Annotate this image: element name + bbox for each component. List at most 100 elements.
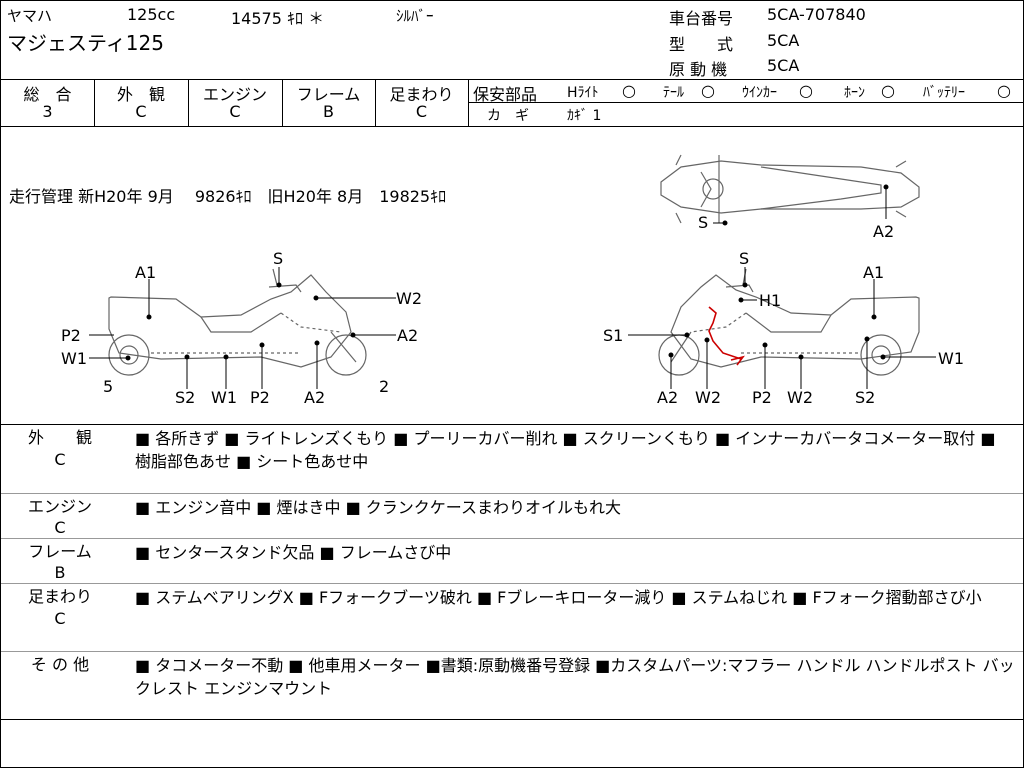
scooter-right-panel — [745, 312, 832, 333]
scooter-top-seat — [760, 166, 882, 210]
damage-mark — [730, 355, 745, 366]
key-label: カ ギ — [487, 108, 529, 124]
grade-header-frame: フレーム — [296, 85, 361, 104]
scooter-left-mirror — [272, 268, 278, 286]
label-top-s: S — [698, 213, 709, 232]
type-value: 5CA — [767, 31, 800, 50]
label-right-w2-second: W2 — [787, 388, 813, 407]
scooter-left-dash — [280, 312, 342, 333]
grade-suspension: C — [415, 102, 428, 121]
section-text: ■ ステムベアリングX ■ Fフォークブーツ破れ ■ Fブレーキローター減り ■… — [135, 588, 982, 607]
scooter-left-front-wheel — [325, 334, 367, 376]
scooter-right-front-wheel — [658, 334, 700, 376]
divider — [282, 79, 283, 126]
label-left-w2: W2 — [396, 289, 422, 308]
scooter-right-body — [670, 274, 920, 368]
frame-number-value: 5CA-707840 — [767, 5, 866, 24]
safety-item-horn: ﾎｰﾝ — [844, 85, 865, 101]
label-right-a2: A2 — [657, 388, 679, 407]
key-value: ｶｷﾞ 1 — [567, 108, 602, 124]
displacement: 125cc — [127, 5, 176, 24]
section-grade: C — [54, 518, 66, 537]
safety-item-tail: ﾃｰﾙ — [663, 85, 684, 101]
ok-mark: ○ — [799, 81, 813, 100]
label-left-5: 5 — [103, 377, 114, 396]
divider — [1, 651, 1023, 652]
ok-mark: ○ — [622, 81, 636, 100]
label-left-a2-bottom: A2 — [304, 388, 326, 407]
section-label: そ の 他 — [30, 655, 90, 674]
scooter-top-body — [660, 160, 920, 214]
maker: ヤマハ — [7, 7, 53, 25]
scooter-right-handlebar — [725, 284, 754, 293]
label-left-p2: P2 — [61, 326, 81, 345]
model-name: マジェスティ125 — [7, 31, 164, 55]
engine-model-label: 原 動 機 — [669, 60, 728, 79]
divider — [188, 79, 189, 126]
section-label: エンジン — [27, 497, 92, 516]
label-left-w1: W1 — [61, 349, 87, 368]
damage-diagram — [89, 154, 936, 389]
grade-header-engine: エンジン — [202, 85, 267, 104]
divider — [1, 719, 1023, 720]
divider — [1, 424, 1023, 425]
mileage-history: 走行管理 新H20年 9月 9826ｷﾛ 旧H20年 8月 19825ｷﾛ — [9, 187, 447, 206]
label-left-a2-right: A2 — [397, 326, 419, 345]
section-text: ■ 各所きず ■ ライトレンズくもり ■ プーリーカバー削れ ■ スクリーンくも… — [135, 429, 996, 471]
label-right-w1: W1 — [938, 349, 964, 368]
divider — [1, 538, 1023, 539]
section-grade: B — [54, 563, 66, 582]
grade-header-suspension: 足まわり — [389, 85, 454, 104]
label-right-h1: H1 — [759, 291, 782, 310]
divider — [375, 79, 376, 126]
section-grade: C — [54, 450, 66, 469]
safety-item-winker: ｳｲﾝｶｰ — [742, 85, 777, 101]
label-left-a1: A1 — [135, 263, 157, 282]
label-left-s2: S2 — [175, 388, 196, 407]
label-right-s1: S1 — [603, 326, 624, 345]
divider — [1, 493, 1023, 494]
scooter-left-rear-wheel — [108, 334, 150, 376]
grade-frame: B — [323, 102, 334, 121]
grade-exterior: C — [135, 102, 147, 121]
scooter-left-fork — [330, 331, 357, 363]
label-right-p2: P2 — [752, 388, 772, 407]
label-right-s: S — [739, 249, 750, 268]
ok-mark: ○ — [701, 81, 715, 100]
ok-mark: ○ — [997, 81, 1011, 100]
label-right-w2: W2 — [695, 388, 721, 407]
safety-parts-title: 保安部品 — [473, 85, 538, 104]
divider — [94, 79, 95, 126]
scooter-right-rear-wheel — [860, 334, 902, 376]
section-label: フレーム — [28, 542, 92, 561]
section-grade: C — [54, 609, 66, 628]
label-top-a2: A2 — [873, 222, 895, 241]
divider — [1, 583, 1023, 584]
scooter-top-mirrors — [675, 154, 907, 224]
label-left-s: S — [273, 249, 284, 268]
scooter-left-rear-hub — [119, 345, 139, 365]
divider — [1, 126, 1023, 127]
grade-overall: 3 — [42, 102, 53, 121]
mileage: 14575 ｷﾛ ＊ — [231, 9, 325, 28]
section-label: 外 観 — [27, 428, 92, 447]
frame-number-label: 車台番号 — [669, 9, 734, 28]
ok-mark: ○ — [881, 81, 895, 100]
label-left-w1-bottom: W1 — [211, 388, 237, 407]
color: ｼﾙﾊﾞｰ — [396, 7, 434, 25]
grade-header-exterior: 外 観 — [116, 85, 165, 104]
label-right-s2: S2 — [855, 388, 876, 407]
scooter-top-screen — [702, 178, 724, 200]
damage-mark — [708, 306, 742, 360]
scooter-left-body — [108, 274, 352, 368]
engine-model-value: 5CA — [767, 56, 800, 75]
section-text: ■ センタースタンド欠品 ■ フレームさび中 — [135, 543, 452, 562]
scooter-top-front — [700, 171, 712, 208]
divider — [1, 79, 1023, 80]
label-left-2: 2 — [379, 377, 390, 396]
scooter-left-panel — [200, 312, 282, 333]
type-label: 型 式 — [669, 35, 734, 54]
grade-header-overall: 総 合 — [23, 85, 72, 104]
divider — [468, 102, 1023, 103]
safety-item-headlight: Hﾗｲﾄ — [567, 85, 599, 101]
